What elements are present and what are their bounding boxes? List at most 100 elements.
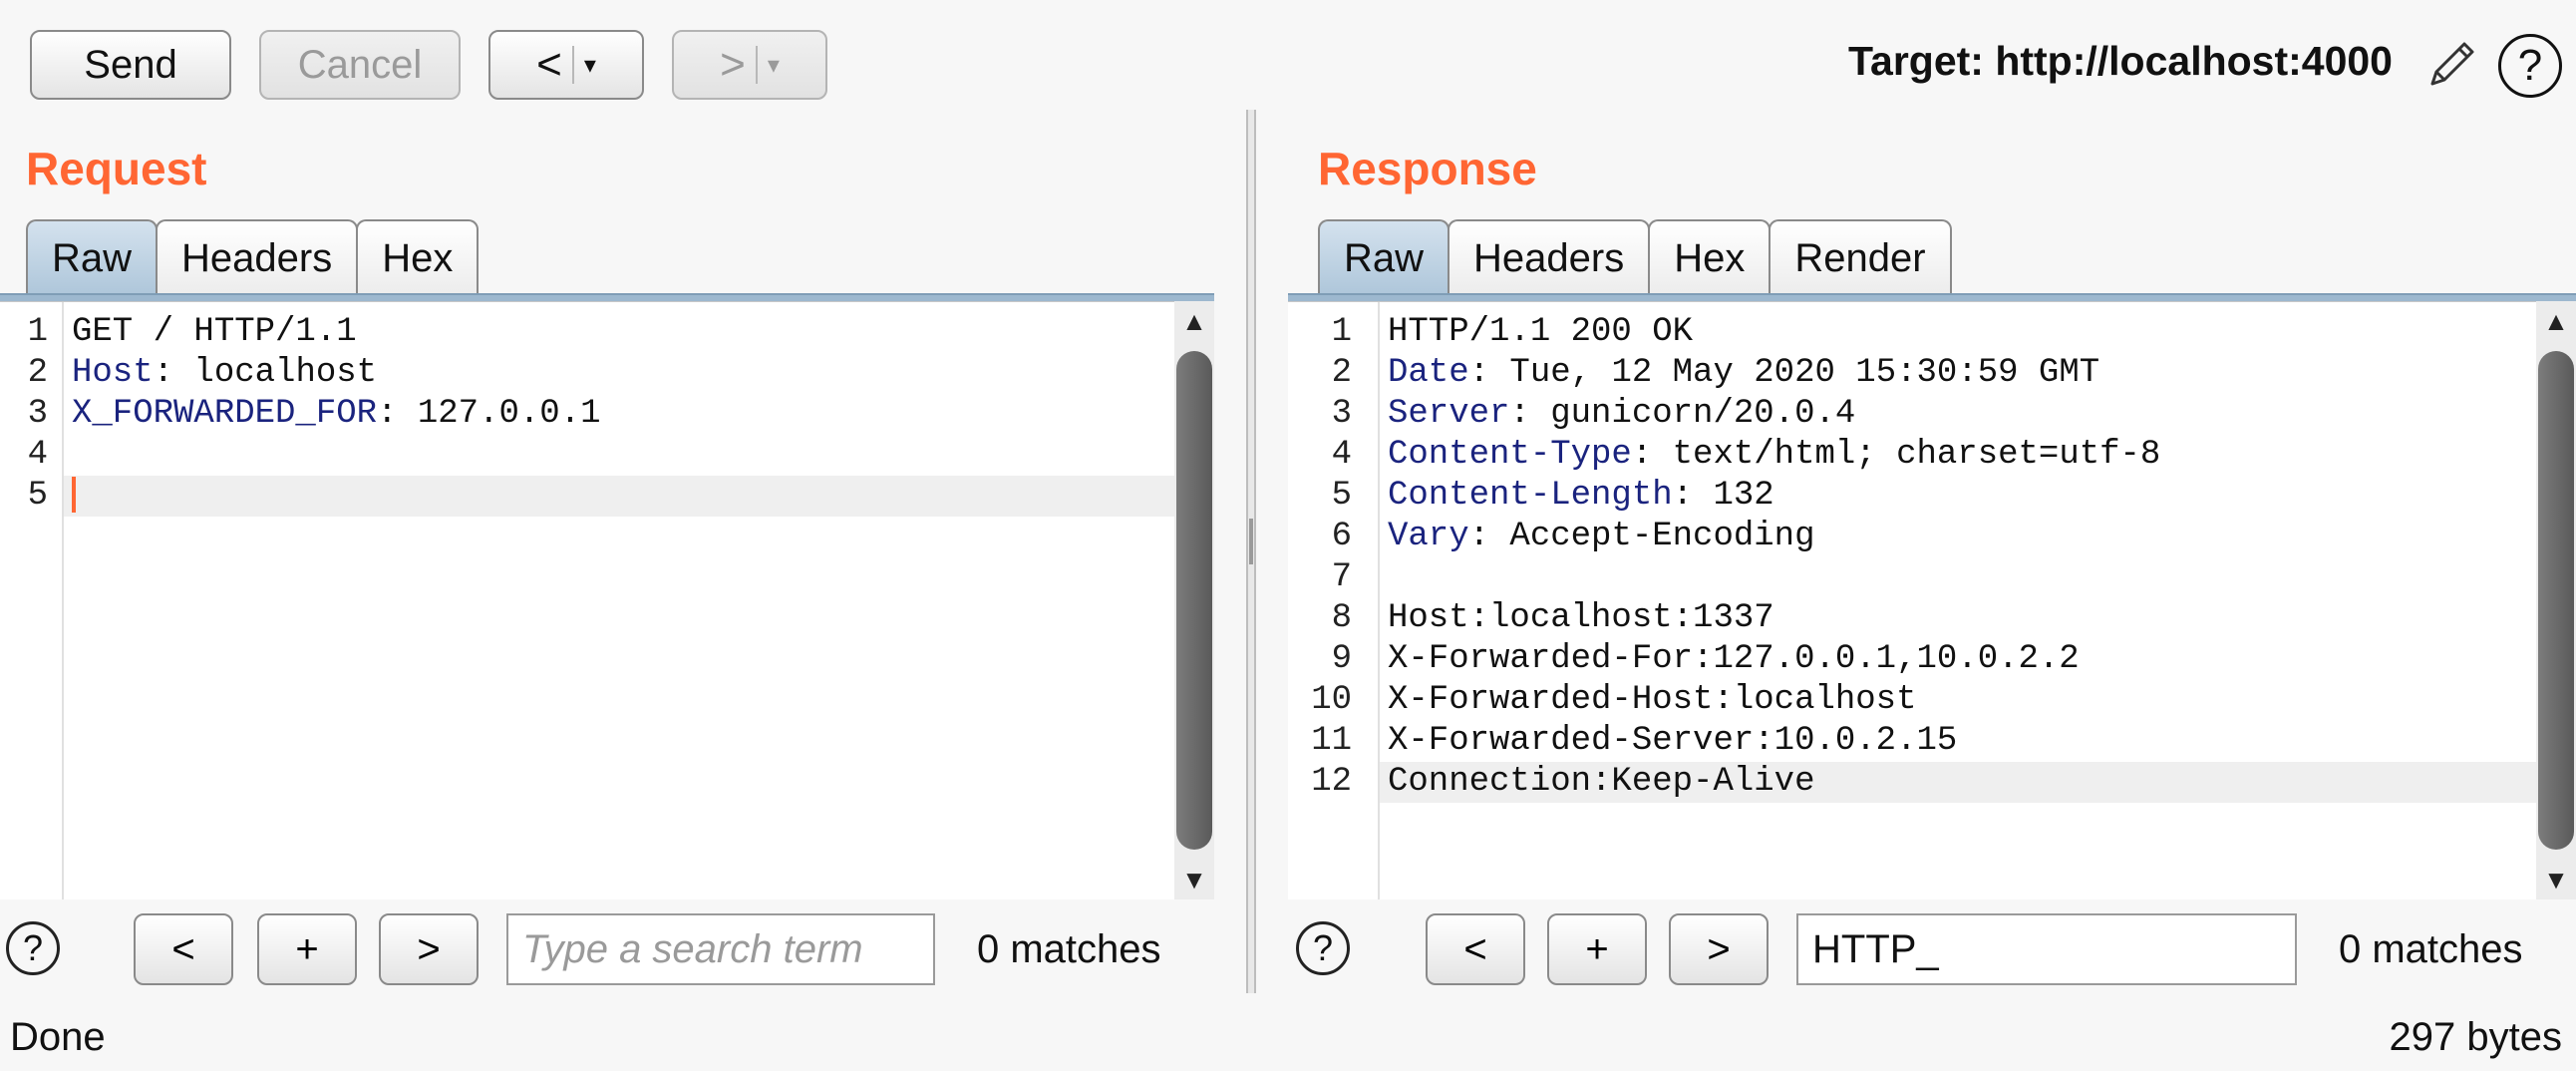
search-prev-button[interactable]: < [1426, 913, 1525, 985]
line-gutter [0, 302, 64, 899]
request-title: Request [26, 143, 207, 194]
header-value: : text/html; charset=utf-8 [1631, 436, 2161, 474]
code-line[interactable]: 5 Content-Length: 132 [1288, 476, 2536, 517]
line-content: X_FORWARDED_FOR: 127.0.0.1 [72, 394, 601, 435]
tab-raw[interactable]: Raw [1318, 219, 1450, 295]
code-line[interactable]: 4 [0, 435, 1174, 476]
line-number: 3 [1331, 395, 1352, 433]
response-tabs: Raw Headers Hex Render [1318, 219, 1952, 295]
tab-headers[interactable]: Headers [156, 219, 359, 295]
line-number: 8 [1331, 599, 1352, 637]
forward-arrow-icon: > [720, 40, 746, 89]
line-content [72, 476, 76, 517]
status-text: Done [10, 1015, 106, 1059]
forward-button[interactable]: > ▾ [672, 30, 827, 100]
code-line[interactable]: 8 Host:localhost:1337 [1288, 598, 2536, 639]
search-prev-button[interactable]: < [134, 913, 233, 985]
chevron-down-icon[interactable]: ▾ [767, 51, 780, 79]
line-content: X-Forwarded-Server:10.0.2.15 [1388, 721, 1957, 762]
code-line[interactable]: 12 Connection:Keep-Alive [1311, 762, 2536, 803]
divider-grip[interactable] [1249, 519, 1253, 564]
header-value: GET / HTTP/1.1 [72, 313, 357, 351]
response-scrollbar[interactable]: ▲ ▼ [2536, 301, 2576, 899]
header-value: : Accept-Encoding [1468, 518, 1815, 555]
code-line[interactable]: 3 Server: gunicorn/20.0.4 [1288, 394, 2536, 435]
scroll-down-icon[interactable]: ▼ [2543, 865, 2569, 894]
tab-hex[interactable]: Hex [1648, 219, 1771, 295]
header-value: Connection:Keep-Alive [1388, 763, 1815, 801]
line-number: 12 [1311, 763, 1352, 801]
code-line[interactable]: 7 [1288, 557, 2536, 598]
request-tabs: Raw Headers Hex [26, 219, 480, 295]
header-name: Host [72, 354, 154, 392]
response-title: Response [1318, 143, 1537, 194]
line-number: 5 [1331, 477, 1352, 515]
tab-raw[interactable]: Raw [26, 219, 159, 295]
scroll-down-icon[interactable]: ▼ [1181, 865, 1207, 894]
code-line[interactable]: 10 X-Forwarded-Host:localhost [1288, 680, 2536, 721]
text-caret [72, 477, 76, 514]
tab-hex[interactable]: Hex [356, 219, 480, 295]
scroll-thumb[interactable] [2538, 351, 2574, 850]
split-separator [755, 46, 758, 84]
header-value: Host:localhost:1337 [1388, 599, 1774, 637]
line-gutter [1288, 302, 1380, 899]
scroll-up-icon[interactable]: ▲ [2543, 306, 2569, 336]
scroll-thumb[interactable] [1176, 351, 1212, 850]
header-value: X-Forwarded-Server:10.0.2.15 [1388, 722, 1958, 760]
header-value: : localhost [153, 354, 378, 392]
target-label: Target: http://localhost:4000 [1848, 38, 2393, 84]
pencil-icon[interactable] [2424, 36, 2480, 92]
line-number: 10 [1311, 681, 1352, 719]
search-next-button[interactable]: > [379, 913, 479, 985]
response-search-input[interactable] [1796, 913, 2297, 985]
chevron-down-icon[interactable]: ▾ [583, 51, 596, 79]
header-name: X_FORWARDED_FOR [72, 395, 378, 433]
search-next-button[interactable]: > [1669, 913, 1769, 985]
line-content: Connection:Keep-Alive [1388, 762, 1814, 803]
back-button[interactable]: < ▾ [488, 30, 644, 100]
line-content: HTTP/1.1 200 OK [1388, 312, 1693, 353]
split-separator [571, 46, 574, 84]
scroll-up-icon[interactable]: ▲ [1181, 306, 1207, 336]
header-name: Server [1388, 395, 1510, 433]
split-divider[interactable] [1246, 110, 1256, 993]
line-number: 6 [1331, 518, 1352, 555]
request-search-input[interactable] [506, 913, 935, 985]
tab-headers[interactable]: Headers [1448, 219, 1651, 295]
response-match-count: 0 matches [2339, 927, 2523, 971]
help-icon[interactable]: ? [6, 921, 60, 975]
line-content: Server: gunicorn/20.0.4 [1388, 394, 1855, 435]
search-add-button[interactable]: + [1547, 913, 1647, 985]
line-content: Host: localhost [72, 353, 377, 394]
header-value: HTTP/1.1 200 OK [1388, 313, 1694, 351]
line-number: 4 [27, 436, 48, 474]
line-number: 9 [1331, 640, 1352, 678]
cancel-button[interactable]: Cancel [259, 30, 461, 100]
request-scrollbar[interactable]: ▲ ▼ [1174, 301, 1214, 899]
header-name: Date [1388, 354, 1469, 392]
header-value: X-Forwarded-Host:localhost [1388, 681, 1917, 719]
tab-render[interactable]: Render [1769, 219, 1952, 295]
request-match-count: 0 matches [977, 927, 1161, 971]
code-line[interactable]: 5 [28, 476, 1174, 517]
search-add-button[interactable]: + [257, 913, 357, 985]
line-content: GET / HTTP/1.1 [72, 312, 357, 353]
line-content: Content-Length: 132 [1388, 476, 1774, 517]
help-icon[interactable]: ? [1296, 921, 1350, 975]
send-button[interactable]: Send [30, 30, 231, 100]
header-value: : gunicorn/20.0.4 [1509, 395, 1856, 433]
help-icon[interactable]: ? [2498, 34, 2562, 98]
byte-count: 297 bytes [2389, 1015, 2562, 1059]
